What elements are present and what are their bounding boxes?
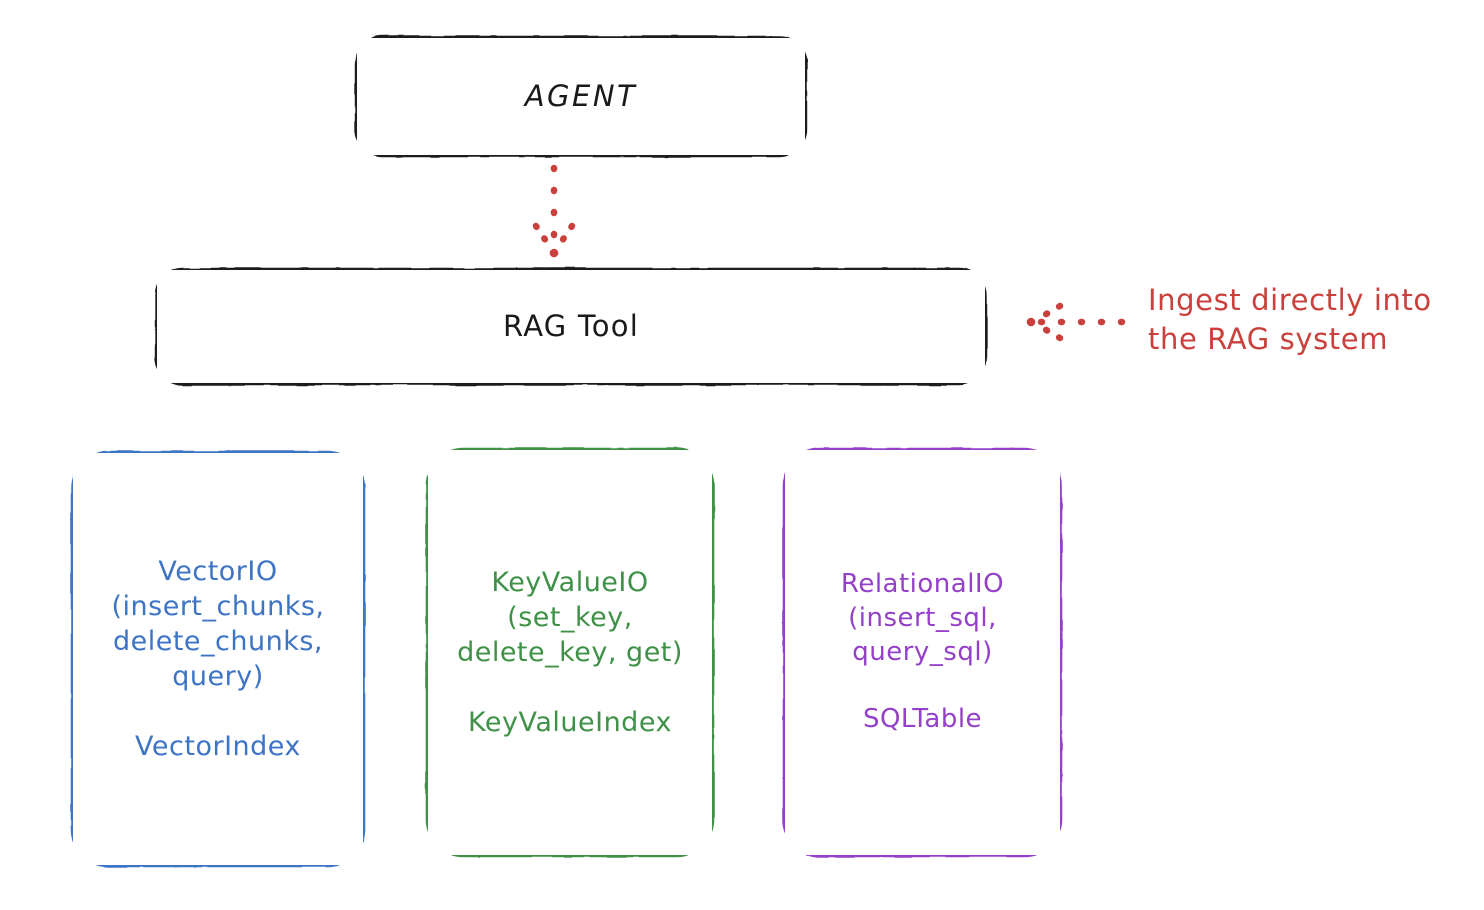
node-relational-io[interactable]: RelationalIO (insert_sql, query_sql) SQL… — [785, 450, 1060, 855]
node-rag-tool-label: RAG Tool — [503, 308, 639, 343]
arrow-ingest-to-rag-tool — [1026, 302, 1126, 342]
node-rag-tool[interactable]: RAG Tool — [157, 270, 985, 383]
annotation-ingest: Ingest directly into the RAG system — [1148, 283, 1432, 357]
node-relational-io-label: RelationalIO (insert_sql, query_sql) SQL… — [840, 569, 1005, 735]
node-key-value-io[interactable]: KeyValueIO (set_key, delete_key, get) Ke… — [428, 450, 712, 855]
node-agent-label: AGENT — [524, 78, 638, 113]
node-vector-io-label: VectorIO (insert_chunks, delete_chunks, … — [111, 555, 325, 763]
arrow-agent-to-rag-tool — [532, 164, 576, 258]
node-agent[interactable]: AGENT — [357, 38, 805, 155]
node-vector-io[interactable]: VectorIO (insert_chunks, delete_chunks, … — [73, 453, 363, 865]
node-key-value-io-label: KeyValueIO (set_key, delete_key, get) Ke… — [457, 566, 683, 739]
